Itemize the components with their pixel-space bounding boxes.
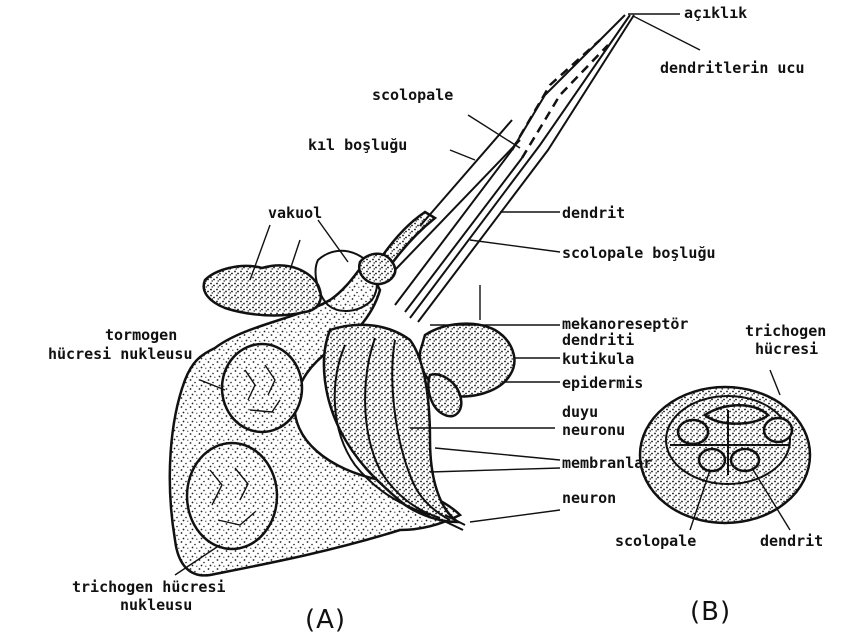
label-dendritlerin-ucu: dendritlerin ucu: [660, 60, 805, 77]
scolopale-tube-inner-1: [410, 15, 630, 318]
label-scolopale: scolopale: [372, 87, 453, 104]
label-dendrit: dendrit: [562, 205, 625, 222]
label-scolopale-b: scolopale: [615, 533, 696, 550]
leader-kil-boslugu: [450, 150, 475, 160]
scolopale-tube-inner-2: [418, 15, 634, 322]
label-membranlar: membranlar: [562, 455, 652, 472]
hair-base-blob: [359, 254, 395, 284]
dendrite-section-3: [699, 449, 725, 471]
label-vakuol: vakuol: [268, 205, 322, 222]
hair-canal: [395, 140, 520, 270]
dendrite-section-4: [731, 449, 759, 471]
label-trichogen-b-line1: trichogen: [745, 323, 826, 340]
panel-label-b: (B): [690, 597, 731, 627]
scolopale-tube-outer-2: [405, 158, 522, 312]
label-epidermis: epidermis: [562, 375, 643, 392]
leader-vakuol-3: [290, 240, 300, 270]
scolopale-dashed-2: [522, 45, 608, 158]
tormogen-nucleus: [222, 344, 302, 432]
leader-neuron: [470, 510, 560, 522]
trichogen-nucleus: [187, 443, 277, 549]
label-aciklik: açıklık: [684, 5, 747, 22]
label-kil-boslugu: kıl boşluğu: [308, 137, 407, 154]
epidermis-left: [204, 265, 321, 315]
leader-trichogen-b: [770, 370, 780, 395]
label-duyu-line1: duyu: [562, 404, 598, 421]
label-kutikula: kutikula: [562, 351, 634, 368]
label-dendrit-b: dendrit: [760, 533, 823, 550]
label-tormogen-line1: tormogen: [105, 327, 177, 344]
label-tormogen-line2: hücresi nukleusu: [48, 346, 193, 363]
label-neuron: neuron: [562, 490, 616, 507]
leader-membranlar-2: [430, 468, 560, 472]
label-trichogen-nuc-line1: trichogen hücresi: [72, 579, 226, 596]
label-trichogen-nuc-line2: nukleusu: [120, 597, 192, 614]
leader-scolopale-boslugu: [470, 240, 560, 252]
dendrite-section-2: [764, 418, 792, 442]
label-duyu-line2: neuronu: [562, 422, 625, 439]
label-mekano-line2: dendriti: [562, 332, 634, 349]
label-trichogen-b-line2: hücresi: [755, 341, 818, 358]
dendrite-section-1: [678, 420, 708, 444]
label-scolopale-boslugu: scolopale boşluğu: [562, 245, 716, 262]
panel-label-a: (A): [305, 605, 346, 635]
leader-scolopale: [468, 115, 520, 148]
scolopale-dashed-1: [512, 40, 600, 150]
leader-membranlar-1: [435, 448, 560, 460]
